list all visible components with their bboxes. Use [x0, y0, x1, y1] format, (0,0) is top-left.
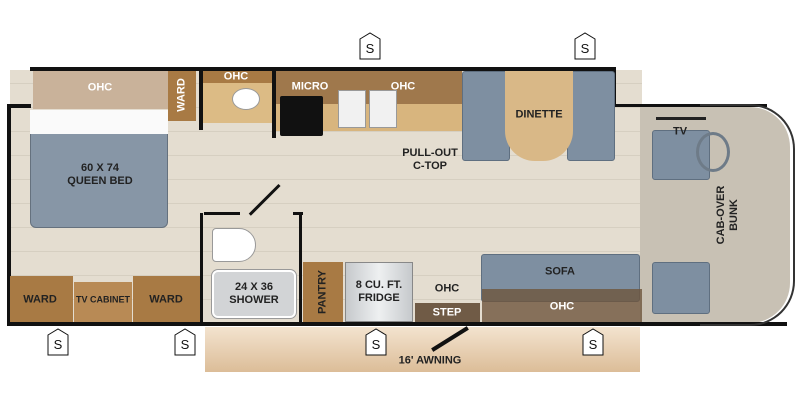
tv-icon — [656, 117, 706, 120]
wall — [612, 104, 767, 107]
wardrobe — [10, 276, 73, 322]
ohc-label: OHC — [223, 70, 249, 83]
tv-cabinet — [74, 282, 132, 322]
toilet-icon — [212, 228, 256, 262]
sink-icon — [232, 88, 260, 110]
wall — [7, 104, 31, 108]
nose — [700, 104, 795, 326]
micro-label: MICRO — [291, 80, 329, 93]
fridge-label: 8 CU. FT.FRIDGE — [355, 279, 403, 304]
ohc-label: OHC — [390, 80, 416, 93]
ward-label: WARD — [149, 293, 183, 306]
wall — [200, 213, 203, 323]
wall — [293, 212, 303, 215]
pillow — [30, 110, 168, 134]
stove-icon — [280, 96, 323, 136]
slideout-marker: S — [359, 32, 381, 60]
slideout-marker: S — [47, 328, 69, 356]
wall — [7, 322, 787, 326]
wall — [204, 212, 240, 215]
wall — [30, 67, 615, 71]
pantry — [303, 262, 343, 322]
wall — [272, 70, 276, 138]
overhead-cabinet — [33, 71, 168, 109]
overhead-cabinet — [482, 289, 642, 322]
shower — [212, 270, 296, 318]
dinette-seat — [462, 71, 510, 161]
steering-wheel-icon — [696, 132, 730, 172]
sink-icon — [338, 90, 366, 128]
wardrobe — [133, 276, 200, 322]
sink-icon — [369, 90, 397, 128]
sofa-label: SOFA — [545, 265, 575, 278]
awning-label: 16' AWNING — [398, 354, 462, 367]
ohc-label: OHC — [549, 300, 575, 313]
overhead-cabinet — [203, 71, 272, 83]
tv-cabinet-label: TV CABINET — [76, 294, 130, 305]
dinette-table — [505, 71, 573, 161]
wall — [299, 212, 302, 322]
pantry-label: PANTRY — [316, 270, 329, 314]
passenger-seat — [652, 262, 710, 314]
slideout-marker: S — [574, 32, 596, 60]
tv-label: TV — [672, 125, 688, 138]
entry-step[interactable] — [415, 303, 480, 322]
wall — [7, 104, 11, 326]
awning — [205, 327, 640, 372]
fridge — [345, 262, 413, 322]
slideout-marker: S — [365, 328, 387, 356]
slideout-marker: S — [174, 328, 196, 356]
ward-label: WARD — [23, 293, 57, 306]
ohc-label: OHC — [87, 81, 113, 94]
slideout-marker: S — [582, 328, 604, 356]
dinette-label: DINETTE — [515, 108, 563, 121]
ohc-label: OHC — [434, 282, 460, 295]
wardrobe — [168, 71, 196, 121]
step-label: STEP — [432, 306, 462, 319]
ward-label: WARD — [175, 78, 188, 112]
wall — [199, 70, 203, 130]
dinette-seat — [567, 71, 615, 161]
